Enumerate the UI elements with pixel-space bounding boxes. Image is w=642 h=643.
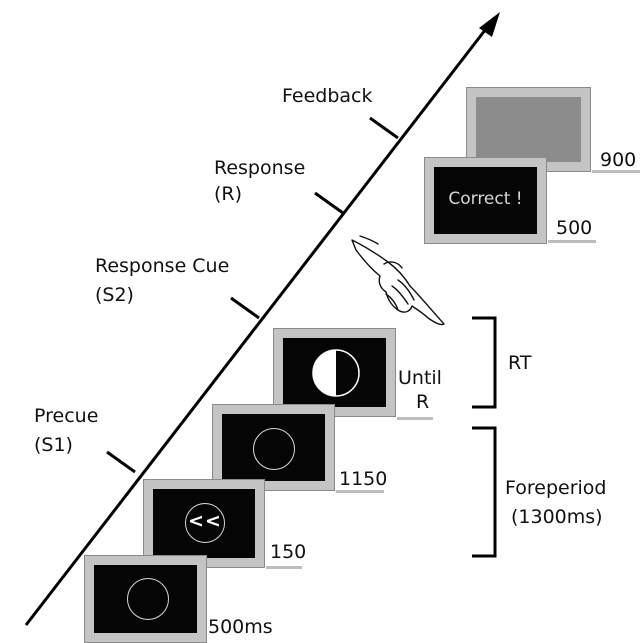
- event-label-response: Response: [214, 157, 306, 179]
- feedback-screen: Correct !: [434, 167, 537, 234]
- foreperiod-duration-total: (1300ms): [511, 506, 603, 528]
- feedback-duration-underline: [548, 240, 596, 243]
- precue-circle-icon: [185, 503, 225, 543]
- time-axis-arrow: [24, 24, 491, 626]
- foreperiod-monitor: [212, 404, 335, 491]
- foreperiod-duration-underline: [336, 490, 384, 493]
- event-sublabel-response-cue: (S2): [95, 284, 134, 306]
- blank-duration-underline: [592, 170, 640, 173]
- blank-duration-label: 900: [600, 149, 637, 171]
- precue-arrows-text: <<: [188, 510, 222, 532]
- feedback-text: Correct !: [448, 189, 523, 209]
- response-cue-screen: [283, 338, 386, 407]
- tick-response: [314, 191, 344, 215]
- half-filled-circle-icon: [312, 349, 360, 397]
- event-label-response-cue: Response Cue: [95, 255, 230, 277]
- fixation-monitor: [84, 555, 207, 643]
- rt-label: RT: [508, 352, 532, 374]
- pointing-hand-icon: [351, 235, 445, 326]
- response-cue-duration-underline: [397, 417, 433, 420]
- precue-duration-underline: [266, 566, 302, 569]
- feedback-screen-monitor: Correct !: [424, 157, 547, 244]
- rt-bracket: [472, 316, 497, 409]
- tick-precue: [106, 450, 136, 474]
- foreperiod-bracket: [472, 426, 497, 558]
- event-label-precue: Precue: [34, 405, 99, 427]
- precue-monitor: <<: [143, 479, 265, 568]
- precue-duration-label: 150: [270, 541, 307, 563]
- precue-screen: <<: [153, 489, 255, 558]
- blank-screen: [476, 97, 581, 162]
- fixation-circle-icon: [127, 578, 169, 620]
- feedback-duration-label: 500: [556, 217, 593, 239]
- event-sublabel-precue: (S1): [34, 434, 73, 456]
- fixation-screen: [94, 565, 197, 633]
- response-cue-duration-line2: R: [416, 391, 430, 413]
- event-label-feedback: Feedback: [282, 85, 373, 107]
- fixation-circle-icon: [253, 428, 295, 470]
- fixation-duration-label: 500ms: [208, 616, 273, 638]
- event-sublabel-response: (R): [214, 183, 243, 205]
- foreperiod-screen: [222, 414, 325, 481]
- time-axis-arrowhead: [479, 12, 500, 37]
- response-cue-duration-line1: Until: [398, 367, 442, 389]
- tick-feedback: [369, 116, 399, 140]
- response-cue-monitor: [273, 328, 396, 417]
- tick-response-cue: [230, 296, 260, 320]
- foreperiod-label: Foreperiod: [505, 477, 607, 499]
- foreperiod-duration-label: 1150: [339, 468, 388, 490]
